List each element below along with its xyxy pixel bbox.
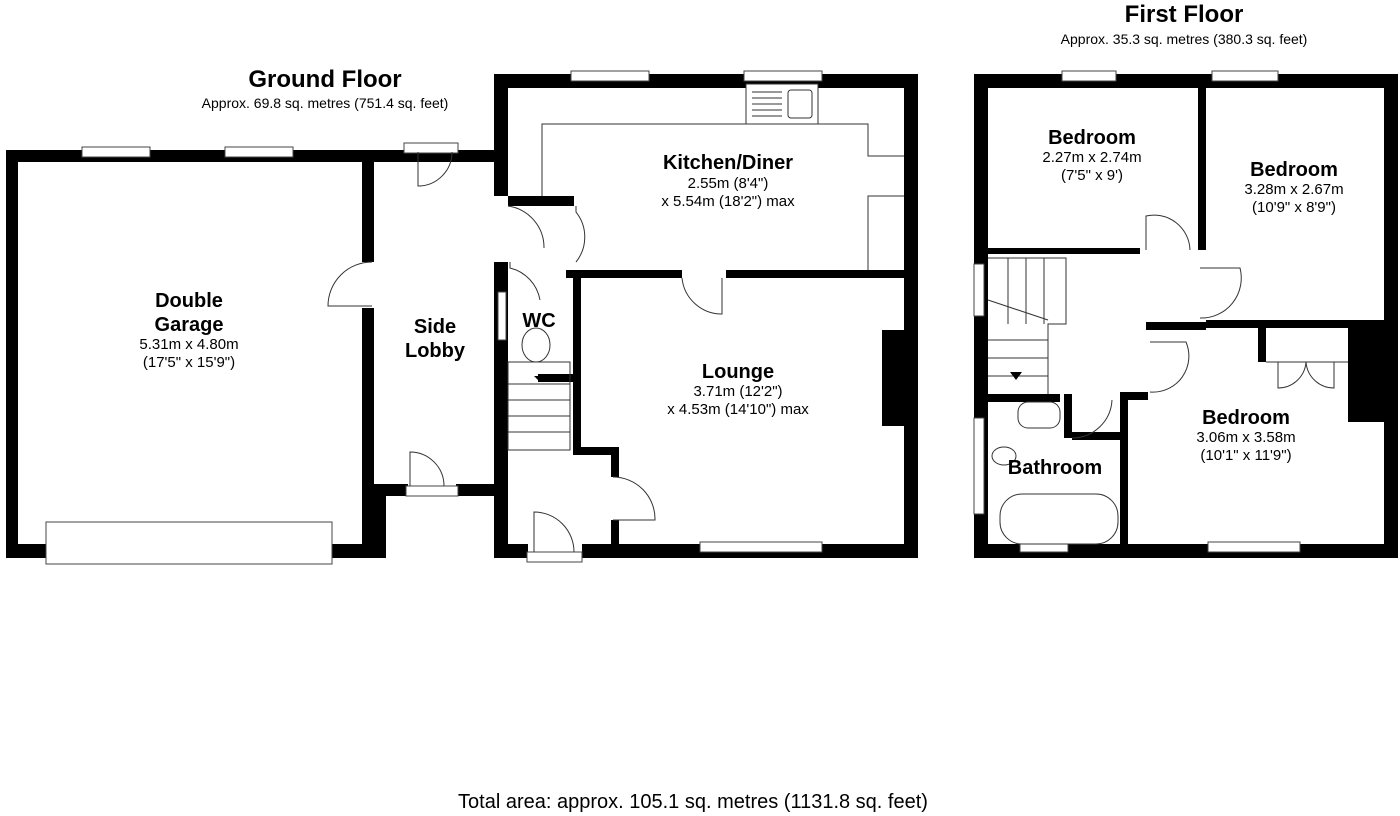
garage-door [45,521,333,565]
kitchen-dimensions-imperial: x 5.54m (18'2") max [661,193,795,210]
kitchen-dimensions: 2.55m (8'4") [688,175,769,192]
bedroom-window [1207,541,1301,553]
ground-floor-labels: Ground Floor Approx. 69.8 sq. metres (75… [139,66,809,418]
garage-name-line-2: Garage [155,314,224,336]
ground-floor-title: Ground Floor [248,66,401,93]
stairs-icon [987,257,1067,394]
kitchen-name: Kitchen/Diner [663,152,793,174]
first-floor-plan [973,70,1398,558]
lounge-dimensions: 3.71m (12'2") [693,383,782,400]
house-walls [494,74,918,558]
kitchen-window [570,70,650,82]
lobby-door-frame [405,485,459,497]
bedroom-3-dimensions-imperial: (10'1" x 11'9") [1200,447,1291,464]
wc-window [497,291,507,341]
door-swings [1071,214,1242,439]
bedroom-1-dimensions-imperial: (7'5" x 9') [1061,167,1123,184]
wardrobe-icon [1266,361,1348,389]
total-area: Total area: approx. 105.1 sq. metres (11… [458,791,928,813]
lobby-name-line-2: Lobby [405,340,466,362]
lounge-window [699,541,823,553]
lobby-walls [362,484,501,558]
bedroom-2-dimensions: 3.28m x 2.67m [1244,181,1343,198]
first-floor-walls [974,74,1398,558]
door-swings [327,151,723,553]
garage-name-line-1: Double [155,290,223,312]
bedroom-3-dimensions: 3.06m x 3.58m [1196,429,1295,446]
bedroom-2-dimensions-imperial: (10'9" x 8'9") [1252,199,1336,216]
lobby-window [403,142,459,154]
garage-window [81,146,151,158]
basin-icon [1017,401,1061,429]
kitchen-window [743,70,823,82]
front-door-frame [526,551,583,563]
garage-dimensions: 5.31m x 4.80m [139,336,238,353]
bedroom-1-name: Bedroom [1048,127,1136,149]
toilet-icon [991,446,1017,466]
garage-dimensions-imperial: (17'5" x 15'9") [143,354,235,371]
first-floor-area: Approx. 35.3 sq. metres (380.3 sq. feet) [1061,31,1308,47]
bedroom-window [1211,70,1279,82]
bath-icon [999,493,1119,545]
bathroom-name: Bathroom [1008,457,1102,479]
bathroom-window [973,417,985,515]
bedroom-window [1061,70,1117,82]
drainer-icon [752,91,782,117]
first-floor-labels: First Floor Approx. 35.3 sq. metres (380… [1008,1,1344,479]
kitchen-worktop [541,123,904,196]
sink-bowl-icon [787,89,813,119]
lounge-dimensions-imperial: x 4.53m (14'10") max [667,401,809,418]
wc-name: WC [522,310,555,332]
ground-floor-plan [6,70,918,565]
landing-window [973,263,985,317]
ground-floor-area: Approx. 69.8 sq. metres (751.4 sq. feet) [202,95,449,111]
toilet-icon [521,327,551,363]
lobby-name-line-1: Side [414,316,456,338]
bedroom-1-dimensions: 2.27m x 2.74m [1042,149,1141,166]
lounge-name: Lounge [702,361,774,383]
kitchen-unit [867,195,904,270]
garage-window [224,146,294,158]
bedroom-3-name: Bedroom [1202,407,1290,429]
first-floor-title: First Floor [1125,1,1244,28]
bedroom-2-name: Bedroom [1250,159,1338,181]
